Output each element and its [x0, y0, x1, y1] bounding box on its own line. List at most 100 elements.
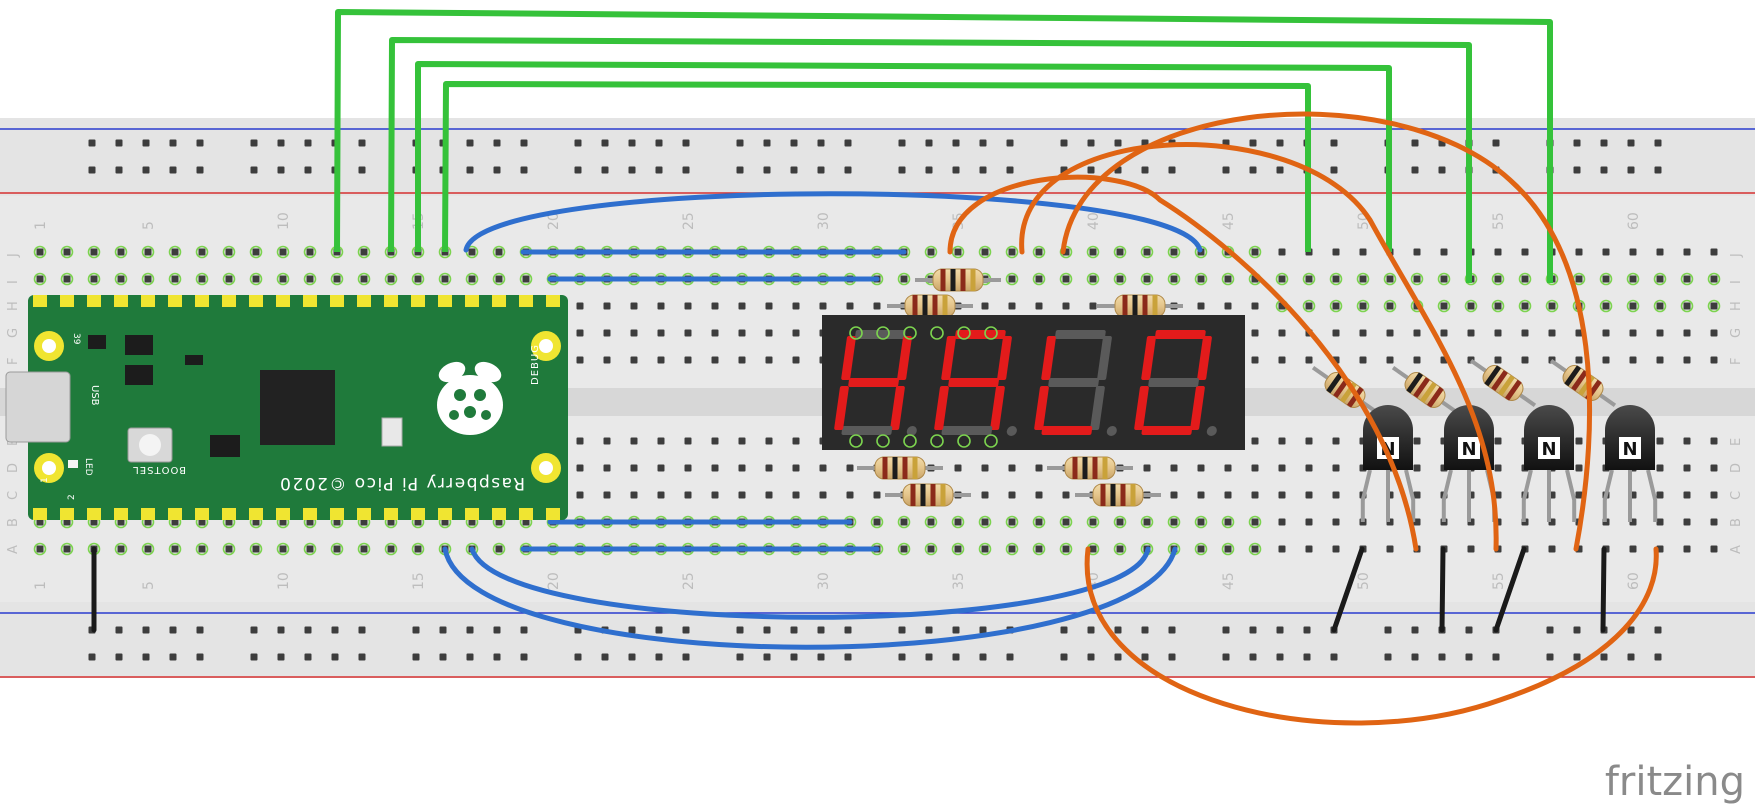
resistor-band: [892, 457, 898, 479]
resistor[interactable]: [887, 294, 973, 318]
orange-wire-3[interactable]: [1060, 111, 1593, 552]
breadboard-hole: [603, 437, 611, 445]
breadboard-hole: [981, 491, 989, 499]
rail-hole: [115, 166, 123, 174]
column-label-top: 5: [141, 221, 157, 230]
active-hole-marker: [1518, 299, 1532, 313]
column-label-bottom: 25: [681, 572, 697, 590]
rail-hole: [763, 626, 771, 634]
resistor-band: [1504, 379, 1522, 401]
black-wire-2[interactable]: [1439, 546, 1446, 633]
rail-hole: [1168, 166, 1176, 174]
led-label: LED: [83, 458, 93, 476]
green-wire-3[interactable]: [415, 61, 1392, 252]
transistor-marking-box: [1458, 437, 1480, 459]
rail-hole: [115, 653, 123, 661]
black-wires: [91, 546, 1607, 633]
npn-transistor[interactable]: N: [1521, 405, 1577, 522]
pico-pin-bottom: [195, 508, 209, 520]
usb-label: USB: [89, 385, 100, 406]
breadboard-hole: [1197, 545, 1205, 553]
transistor-marking: N: [1541, 439, 1556, 460]
pico-pin-top: [438, 295, 452, 307]
pico-pin-bottom: [546, 508, 560, 520]
rail-hole: [493, 653, 501, 661]
blue-wire-top-arc[interactable]: [463, 191, 1203, 253]
column-label-bottom: 15: [411, 572, 427, 590]
resistor[interactable]: [885, 483, 971, 507]
breadboard-hole: [1359, 275, 1367, 283]
orange-wire-2[interactable]: [1019, 142, 1499, 552]
green-wire-2[interactable]: [388, 37, 1472, 283]
green-wire-1[interactable]: [334, 9, 1553, 283]
npn-transistor[interactable]: N: [1441, 405, 1497, 522]
resistor[interactable]: [1545, 352, 1622, 415]
breadboard-hole: [576, 329, 584, 337]
column-label-bottom: 50: [1356, 572, 1372, 590]
resistor-band: [1484, 365, 1502, 387]
display-pins: [849, 326, 998, 448]
breadboard-hole: [954, 518, 962, 526]
blue-wire-bottom-arc-2[interactable]: [469, 546, 1151, 620]
black-wire-3[interactable]: [1493, 546, 1527, 633]
resistor[interactable]: [1075, 483, 1161, 507]
breadboard-hole: [1683, 518, 1691, 526]
breadboard-hole: [279, 248, 287, 256]
resistor[interactable]: [1047, 456, 1133, 480]
pico-name-text: Raspberry Pi Pico ©2020: [279, 473, 525, 493]
rail-hole: [1060, 626, 1068, 634]
row-label: G: [1729, 328, 1744, 338]
breadboard-hole: [819, 491, 827, 499]
active-hole-marker: [357, 542, 371, 556]
row-label: E: [1729, 438, 1744, 446]
rail-hole: [331, 653, 339, 661]
rail-hole: [466, 653, 474, 661]
resistor-band: [1413, 377, 1430, 399]
breadboard-hole: [495, 518, 503, 526]
seven-segment-display[interactable]: [822, 315, 1245, 450]
active-hole-marker: [1680, 299, 1694, 313]
resistor[interactable]: [1097, 294, 1183, 318]
rail-hole: [196, 626, 204, 634]
resistor[interactable]: [857, 456, 943, 480]
breadboard-hole: [171, 518, 179, 526]
active-hole-marker: [1437, 272, 1451, 286]
breadboard-hole: [711, 302, 719, 310]
breadboard-hole: [522, 275, 530, 283]
orange-wire-1[interactable]: [947, 174, 1419, 552]
rail-hole: [1600, 653, 1608, 661]
black-wire-1[interactable]: [1331, 546, 1365, 633]
resistor-band: [1426, 386, 1444, 408]
active-hole-marker: [1356, 272, 1370, 286]
black-wire-4[interactable]: [1600, 546, 1607, 633]
breadboard-hole: [1008, 545, 1016, 553]
rail-hole: [1249, 653, 1257, 661]
npn-transistor[interactable]: N: [1602, 405, 1658, 522]
breadboard-hole: [1494, 491, 1502, 499]
pico-pin-bottom: [249, 508, 263, 520]
breadboard-hole: [1278, 329, 1286, 337]
breadboard-hole: [1170, 491, 1178, 499]
breadboard-hole: [792, 437, 800, 445]
rail-hole: [1411, 626, 1419, 634]
resistor[interactable]: [1465, 352, 1542, 415]
active-hole-marker: [141, 245, 155, 259]
breadboard-hole: [738, 329, 746, 337]
breadboard-hole: [576, 464, 584, 472]
active-hole-marker: [60, 272, 74, 286]
breadboard-hole: [1494, 248, 1502, 256]
breadboard-hole: [1278, 437, 1286, 445]
breadboard-hole: [1035, 491, 1043, 499]
raspberry-pi-pico[interactable]: Raspberry Pi Pico ©2020 USB LED BOOTSEL …: [5, 295, 568, 520]
rail-hole: [1330, 653, 1338, 661]
pico-pin-top: [168, 295, 182, 307]
pico-pin-bottom: [357, 508, 371, 520]
breadboard-hole: [1305, 437, 1313, 445]
resistor[interactable]: [915, 268, 1001, 292]
resistor-band: [1072, 457, 1078, 479]
blue-wire-bottom-arc-1[interactable]: [442, 546, 1178, 650]
orange-wire-4[interactable]: [1084, 546, 1659, 726]
active-hole-marker: [1032, 245, 1046, 259]
resistor[interactable]: [1387, 359, 1464, 422]
